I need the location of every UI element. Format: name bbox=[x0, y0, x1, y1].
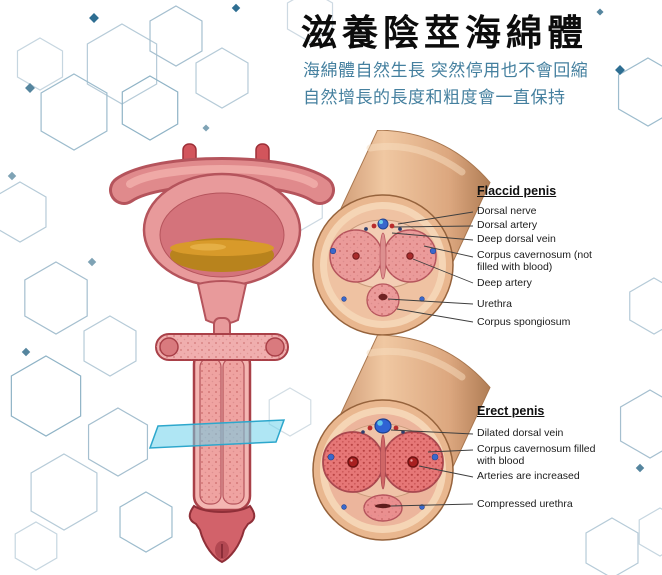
urethra-icon bbox=[378, 293, 388, 301]
label-deep-artery: Deep artery bbox=[477, 277, 532, 289]
label-corpus-cavernosum-erect: Corpus cavernosum filled with blood bbox=[477, 443, 596, 467]
subtitle-line-2: 自然增長的長度和粗度會一直保持 bbox=[303, 88, 566, 107]
corpus-spongiosum-flaccid bbox=[366, 283, 400, 317]
cross-section-plane-icon bbox=[148, 419, 286, 449]
prostate bbox=[196, 280, 248, 325]
flaccid-cross-section-illustration bbox=[312, 130, 491, 336]
deep-artery-icon bbox=[352, 252, 360, 260]
corpus-cavernosum-erect bbox=[322, 431, 444, 493]
corpus-spongiosum-erect bbox=[363, 494, 403, 522]
page-title: 滋養陰莖海綿體 bbox=[301, 12, 589, 53]
deep-artery-icon bbox=[406, 252, 414, 260]
crura-bar bbox=[155, 333, 289, 361]
dorsal-vessel-cluster bbox=[364, 218, 402, 231]
erect-cross-section-illustration bbox=[312, 335, 491, 541]
flaccid-heading: Flaccid penis bbox=[477, 184, 557, 198]
subtitle-line-1: 海綿體自然生長 突然停用也不會回縮 bbox=[303, 61, 589, 80]
label-dorsal-artery: Dorsal artery bbox=[477, 219, 538, 231]
label-corpus-cavernosum-flaccid: Corpus cavernosum (not filled with blood… bbox=[477, 249, 592, 273]
compressed-urethra-icon bbox=[375, 503, 391, 509]
anatomy-sagittal-illustration bbox=[109, 143, 335, 564]
label-dorsal-nerve: Dorsal nerve bbox=[477, 205, 537, 217]
enlarged-artery-icon bbox=[407, 456, 419, 468]
label-urethra: Urethra bbox=[477, 298, 513, 310]
enlarged-artery-icon bbox=[347, 456, 359, 468]
label-dilated-dorsal-vein: Dilated dorsal vein bbox=[477, 427, 564, 439]
dilated-dorsal-vein-icon bbox=[361, 418, 405, 434]
bladder bbox=[142, 172, 302, 288]
label-compressed-urethra: Compressed urethra bbox=[477, 498, 573, 510]
glans bbox=[188, 504, 256, 564]
corpus-cavernosum-flaccid bbox=[329, 229, 437, 283]
label-arteries-increased: Arteries are increased bbox=[477, 470, 580, 482]
label-corpus-spongiosum: Corpus spongiosum bbox=[477, 316, 571, 328]
erect-heading: Erect penis bbox=[477, 404, 545, 418]
label-deep-dorsal-vein: Deep dorsal vein bbox=[477, 233, 556, 245]
